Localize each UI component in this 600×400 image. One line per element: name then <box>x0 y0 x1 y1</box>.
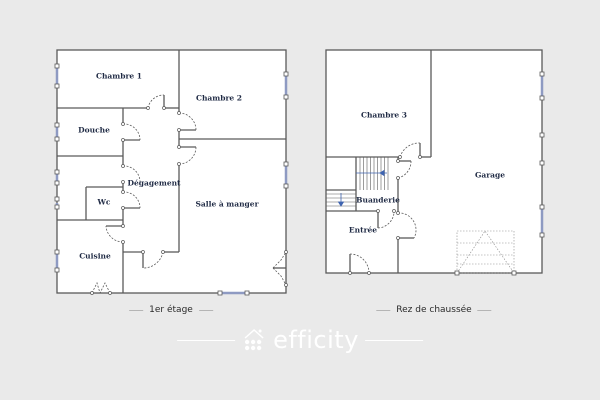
room-label-wc: Wc <box>97 197 111 207</box>
caption-first-floor-text: 1er étage <box>149 305 193 315</box>
house-dots-icon <box>244 328 264 351</box>
logo-text: efficity <box>273 326 359 354</box>
caption-ground-floor-text: Rez de chaussée <box>396 305 472 315</box>
room-label-buanderie: Buanderie <box>356 195 400 205</box>
room-label-degagement: Dégagement <box>127 178 181 188</box>
caption-dash-left <box>129 309 144 311</box>
room-label-douche: Douche <box>78 125 110 135</box>
room-label-entree: Entrée <box>348 225 378 235</box>
room-label-chambre-3: Chambre 3 <box>360 110 408 120</box>
logo-line-right <box>364 339 423 341</box>
room-label-garage: Garage <box>474 170 506 180</box>
caption-dash-right <box>477 309 492 311</box>
efficity-logo: efficity <box>177 326 423 354</box>
room-label-salle-a-manger: Salle à manger <box>195 199 259 209</box>
room-label-cuisine: Cuisine <box>79 251 111 261</box>
room-label-chambre-2: Chambre 2 <box>195 93 243 103</box>
caption-dash-right <box>198 309 213 311</box>
caption-first-floor: 1er étage <box>129 305 213 315</box>
logo-line-left <box>177 339 236 341</box>
ground-floor-outline <box>325 49 543 274</box>
room-label-chambre-1: Chambre 1 <box>95 71 143 81</box>
caption-dash-left <box>376 309 391 311</box>
caption-ground-floor: Rez de chaussée <box>376 305 492 315</box>
